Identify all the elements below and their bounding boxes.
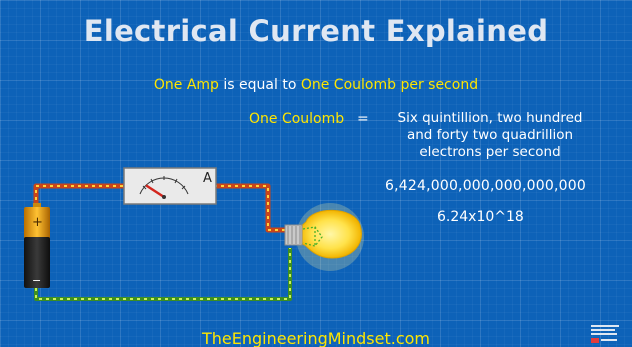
amp-definition-subject: One Amp: [153, 77, 219, 93]
negative-wire: [34, 248, 292, 301]
amp-definition: One Amp is equal to One Coulomb per seco…: [0, 77, 632, 93]
coulomb-definition: Six quintillion, two hundred and forty t…: [383, 110, 597, 161]
ammeter-icon: [123, 167, 217, 205]
battery-minus-sign: −: [32, 274, 41, 287]
channel-logo-icon: [591, 325, 621, 343]
battery-plus-sign: +: [32, 215, 43, 230]
electrons-scientific: 6.24x10^18: [437, 209, 524, 225]
coulomb-label: One Coulomb: [249, 111, 345, 127]
slide-title: Electrical Current Explained: [83, 14, 549, 48]
coulomb-definition-line: Six quintillion, two hundred: [397, 110, 583, 126]
coulomb-definition-line: electrons per second: [419, 144, 561, 160]
coulomb-equals: =: [357, 111, 369, 127]
electrons-count: 6,424,000,000,000,000,000: [385, 178, 586, 194]
amp-definition-verb: is equal to: [218, 77, 301, 93]
battery-icon: [24, 203, 50, 288]
ammeter-unit-label: A: [203, 171, 212, 186]
footer-website: TheEngineeringMindset.com: [201, 329, 430, 347]
coulomb-definition-line: and forty two quadrillion: [406, 127, 574, 143]
amp-definition-object: One Coulomb per second: [300, 77, 479, 93]
light-bulb-icon: [284, 203, 364, 271]
positive-wire: [33, 183, 288, 233]
